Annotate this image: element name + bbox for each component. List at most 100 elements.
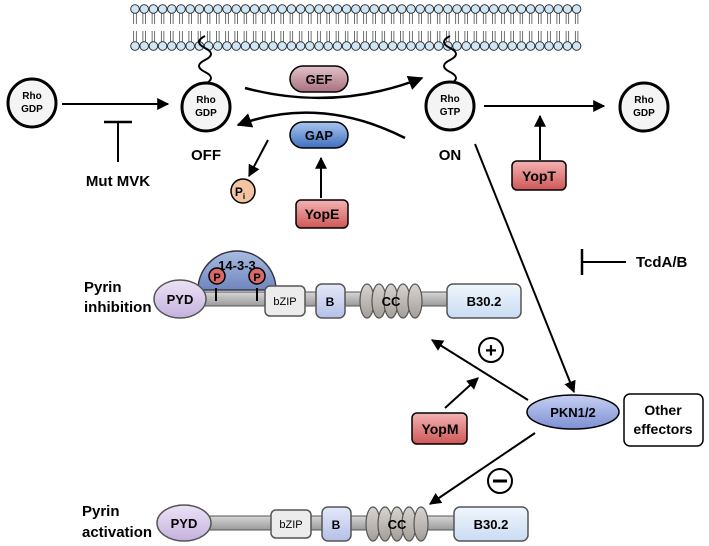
- lipid-head: [535, 4, 545, 14]
- lipid-head: [452, 41, 462, 51]
- lipid-head: [452, 4, 462, 14]
- lipid-head: [378, 4, 389, 14]
- lipid-head: [544, 41, 554, 51]
- svg-text:GDP: GDP: [633, 108, 655, 119]
- lipid-head: [268, 41, 278, 51]
- lipid-head: [277, 41, 287, 51]
- lipid-head: [323, 41, 333, 51]
- rho-gdp-right: Rho GDP: [618, 81, 670, 133]
- svg-text:YopE: YopE: [305, 206, 340, 222]
- lipid-head: [139, 4, 149, 14]
- lipid-head: [176, 4, 186, 14]
- lipid-head: [498, 41, 508, 51]
- membrane-anchor-off: [198, 35, 212, 85]
- arrow-yopm: [444, 377, 479, 409]
- lipid-head: [231, 4, 241, 14]
- rho-gdp-left: Rho GDP: [6, 77, 58, 129]
- lipid-head: [498, 4, 508, 14]
- lipid-head: [185, 4, 195, 14]
- pyrin-activation-label: Pyrin: [82, 503, 120, 520]
- lipid-head: [249, 4, 260, 14]
- svg-text:B: B: [326, 295, 335, 309]
- lipid-head: [387, 4, 398, 14]
- domain-bzip-activation: [270, 509, 312, 539]
- lipid-head: [323, 4, 333, 14]
- svg-text:YopM: YopM: [421, 421, 458, 437]
- lipid-head: [157, 41, 168, 51]
- lipid-head: [277, 4, 287, 14]
- lipid-head: [286, 4, 297, 14]
- lipid-head: [470, 4, 481, 14]
- svg-text:effectors: effectors: [633, 421, 692, 437]
- state-off-label: OFF: [191, 147, 221, 164]
- lipid-head: [415, 41, 425, 51]
- lipid-head: [378, 41, 389, 51]
- tcd-label: TcdA/B: [636, 254, 688, 271]
- svg-text:CC: CC: [382, 294, 401, 309]
- lipid-head: [360, 4, 370, 14]
- svg-text:Rho: Rho: [634, 95, 653, 106]
- lipid-head: [461, 4, 471, 14]
- yopm-badge: YopM: [411, 412, 468, 445]
- lipid-head: [562, 4, 573, 14]
- lipid-head: [351, 4, 361, 14]
- lipid-head: [203, 4, 214, 14]
- svg-text:Rho: Rho: [440, 94, 459, 105]
- domain-b: [315, 283, 346, 319]
- lipid-head: [148, 41, 159, 51]
- lipid-head: [130, 41, 140, 51]
- pyrin-inhibition-construct: 14-3-3 P P PYD bZIP B CC B30.2: [153, 250, 522, 319]
- lipid-head: [415, 4, 425, 14]
- lipid-head: [360, 41, 370, 51]
- domain-pyd-activation: [156, 504, 212, 542]
- minus-sign: −: [487, 468, 513, 494]
- arrow-inactivation: [236, 111, 406, 140]
- gap-badge: GAP: [289, 121, 349, 149]
- lipid-head: [240, 41, 251, 51]
- svg-text:B30.2: B30.2: [474, 517, 509, 532]
- lipid-head: [489, 41, 499, 51]
- lipid-head: [397, 41, 407, 51]
- domain-pyd: [153, 279, 207, 319]
- lipid-head: [516, 41, 527, 51]
- lipid-head: [489, 4, 499, 14]
- lipid-head: [479, 41, 490, 51]
- pyrin-activation-construct: PYD bZIP B CC B30.2: [156, 504, 529, 542]
- pkn-badge: PKN1/2: [526, 394, 620, 430]
- lipid-head: [332, 4, 343, 14]
- arrow-activation: [244, 75, 424, 100]
- arrow-pkn-to-pyrin-inhibition: [430, 339, 529, 401]
- lipid-head: [535, 41, 545, 51]
- lipid-head: [571, 4, 582, 14]
- lipid-head: [525, 41, 536, 51]
- yope-badge: YopE: [295, 199, 349, 229]
- lipid-head: [351, 41, 361, 51]
- lipid-head: [424, 41, 435, 51]
- domain-b30-2-activation: [453, 506, 529, 542]
- svg-text:+: +: [485, 340, 497, 362]
- svg-text:bZIP: bZIP: [279, 519, 302, 531]
- lipid-head: [553, 41, 563, 51]
- lipid-head: [470, 41, 481, 51]
- lipid-head: [341, 4, 352, 14]
- pyrin-inhibition-label: Pyrin: [84, 279, 122, 296]
- lipid-head: [167, 4, 177, 14]
- pyrin-activation-label-2: activation: [82, 524, 152, 541]
- svg-text:B: B: [332, 518, 341, 532]
- lipid-head: [544, 4, 554, 14]
- lipid-head: [507, 4, 517, 14]
- lipid-head: [525, 4, 536, 14]
- lipid-head: [295, 4, 306, 14]
- phospho-site-2: [248, 267, 266, 285]
- lipid-head: [176, 41, 186, 51]
- svg-text:GAP: GAP: [305, 128, 334, 143]
- lipid-head: [341, 41, 352, 51]
- lipid-head: [222, 4, 232, 14]
- lipid-head: [479, 4, 490, 14]
- lipid-head: [259, 4, 269, 14]
- lipid-head: [259, 41, 269, 51]
- svg-text:PYD: PYD: [171, 516, 198, 531]
- rho-gtp-on: Rho GTP: [424, 80, 476, 132]
- mut-mvk-label: Mut MVK: [86, 173, 150, 190]
